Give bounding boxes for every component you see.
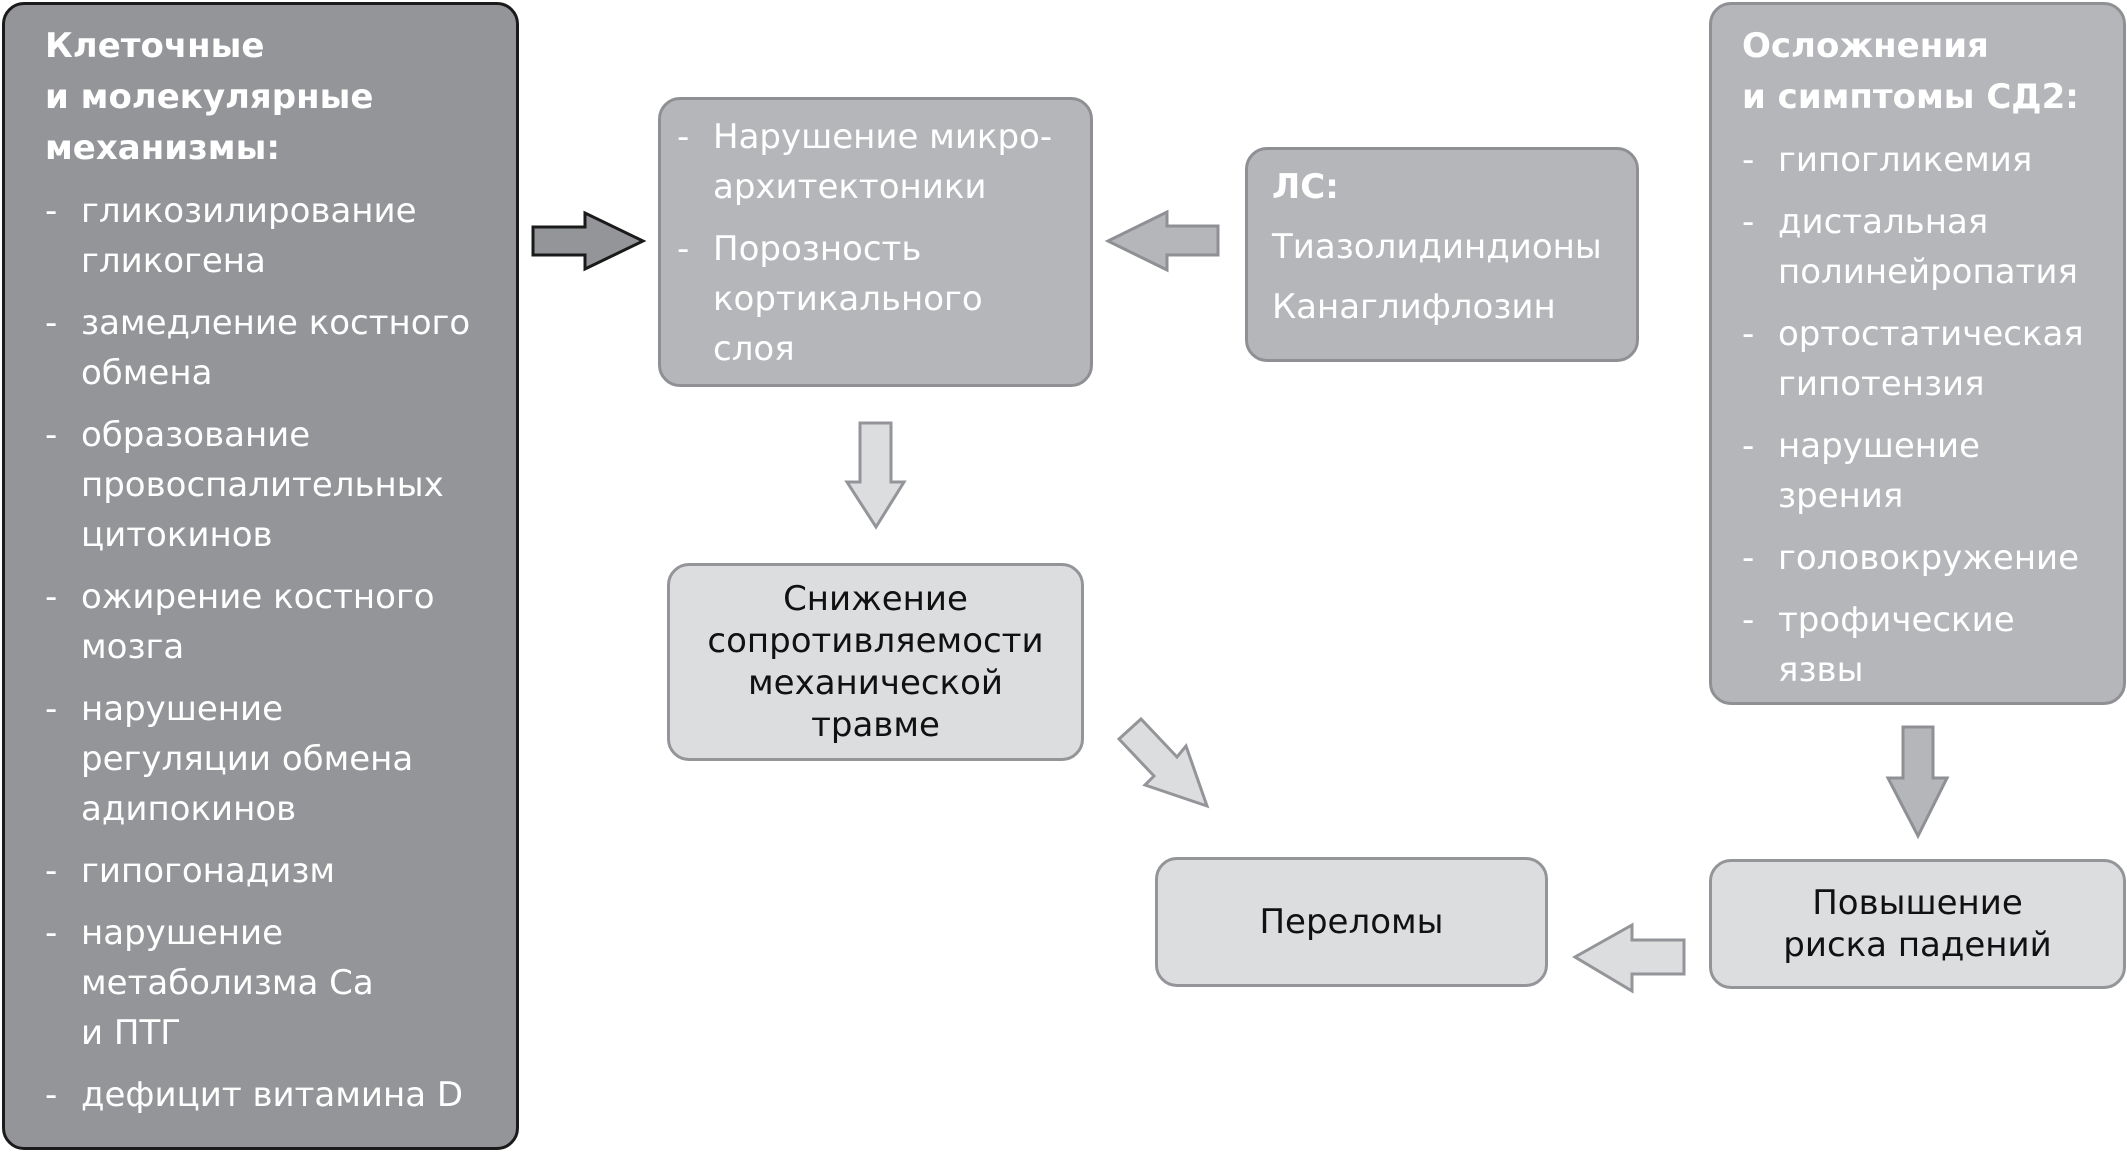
complication-item-line: полинейропатия <box>1778 252 2078 292</box>
complication-item: -головокружение <box>1742 533 2123 583</box>
bone-change-item-line: Порозность <box>713 229 922 269</box>
arrow-diagonal-icon <box>1116 716 1210 809</box>
mechanisms-title-line: Клеточные <box>45 26 265 66</box>
mechanism-item: -гипогонадизм <box>45 846 516 896</box>
mechanisms-title-line: механизмы: <box>45 128 280 168</box>
dash-bullet-icon: - <box>45 851 58 891</box>
mechanism-item-line: метаболизма Ca <box>81 963 374 1003</box>
resistance-line: Снижение <box>783 579 968 619</box>
bone-change-item-line: кортикального <box>713 279 983 319</box>
mechanism-item-line: адипокинов <box>81 789 297 829</box>
mechanism-item-line: провоспалительных <box>81 465 444 505</box>
resistance-box: Снижение сопротивляемости механической т… <box>667 563 1084 761</box>
mechanism-item-line: регуляции обмена <box>81 739 414 779</box>
bone-change-item-line: Нарушение микро- <box>713 117 1053 157</box>
resistance-line: сопротивляемости <box>707 621 1044 661</box>
complication-item-line: дистальная <box>1778 202 1989 242</box>
complication-item-line: гипогликемия <box>1778 140 2033 180</box>
mechanism-item: -нарушение регуляции обмена адипокинов <box>45 684 516 834</box>
falls-risk-line: Повышение <box>1812 883 2023 923</box>
mechanism-item-line: цитокинов <box>81 515 273 555</box>
mechanism-item-line: гипогонадизм <box>81 851 336 891</box>
mechanism-item-line: замедление костного <box>81 303 471 343</box>
mechanisms-title: Клеточные и молекулярные механизмы: <box>45 21 516 174</box>
bone-change-item-line: слоя <box>713 329 795 369</box>
dash-bullet-icon: - <box>1742 426 1755 466</box>
dash-bullet-icon: - <box>45 415 58 455</box>
drug-item: Канаглифлозин <box>1272 287 1556 327</box>
mechanisms-box: Клеточные и молекулярные механизмы: -гли… <box>2 2 519 1150</box>
complication-item: -трофические язвы <box>1742 595 2123 695</box>
bone-change-item: -Порозность кортикального слоя <box>677 224 1090 374</box>
drugs-title: ЛС: <box>1272 167 1339 207</box>
dash-bullet-icon: - <box>1742 202 1755 242</box>
complications-title-line: и симптомы СД2: <box>1742 77 2079 117</box>
dash-bullet-icon: - <box>45 577 58 617</box>
dash-bullet-icon: - <box>45 1075 58 1115</box>
complication-item: -дистальная полинейропатия <box>1742 197 2123 297</box>
mechanism-item-line: обмена <box>81 353 213 393</box>
mechanism-item-line: и ПТГ <box>81 1013 181 1053</box>
dash-bullet-icon: - <box>45 913 58 953</box>
mechanism-item: -гликозилирование гликогена <box>45 186 516 286</box>
resistance-line: травме <box>811 705 940 745</box>
dash-bullet-icon: - <box>677 229 690 269</box>
arrow-down-icon <box>844 421 907 530</box>
complication-item-line: головокружение <box>1778 538 2080 578</box>
dash-bullet-icon: - <box>45 303 58 343</box>
mechanism-item: -нарушение метаболизма Ca и ПТГ <box>45 908 516 1058</box>
dash-bullet-icon: - <box>45 191 58 231</box>
mechanism-item: -замедление костного обмена <box>45 298 516 398</box>
mechanism-item-line: образование <box>81 415 311 455</box>
complication-item: -ортостатическая гипотензия <box>1742 309 2123 409</box>
complication-item-line: трофические <box>1778 600 2015 640</box>
arrow-right-icon <box>531 210 647 272</box>
mechanism-item-line: нарушение <box>81 913 284 953</box>
complications-title: Осложнения и симптомы СД2: <box>1742 21 2123 123</box>
bone-changes-box: -Нарушение микро-архитектоники-Порозност… <box>658 97 1093 387</box>
drug-item: Тиазолидиндионы <box>1272 227 1602 267</box>
dash-bullet-icon: - <box>1742 140 1755 180</box>
bone-change-item: -Нарушение микро-архитектоники <box>677 112 1090 212</box>
mechanisms-title-line: и молекулярные <box>45 77 374 117</box>
mechanism-item: -дефицит витамина D <box>45 1070 516 1120</box>
mechanism-item-line: дефицит витамина D <box>81 1075 464 1115</box>
mechanism-item-line: нарушение <box>81 689 284 729</box>
bone-change-item-line: архитектоники <box>713 167 987 207</box>
complication-item-line: язвы <box>1778 650 1864 690</box>
dash-bullet-icon: - <box>1742 600 1755 640</box>
complication-item-line: ортостатическая <box>1778 314 2084 354</box>
mechanism-item-line: мозга <box>81 627 185 667</box>
mechanism-item: -образование провоспалительных цитокинов <box>45 410 516 560</box>
resistance-text: Снижение сопротивляемости механической т… <box>707 578 1043 746</box>
arrow-left-icon <box>1104 209 1220 273</box>
complication-item-line: зрения <box>1778 476 1904 516</box>
resistance-line: механической <box>748 663 1003 703</box>
falls-risk-box: Повышение риска падений <box>1709 859 2126 989</box>
dash-bullet-icon: - <box>677 117 690 157</box>
complications-box: Осложнения и симптомы СД2: -гипогликемия… <box>1709 2 2126 705</box>
dash-bullet-icon: - <box>45 689 58 729</box>
fractures-box: Переломы <box>1155 857 1548 987</box>
mechanism-item-line: гликозилирование <box>81 191 417 231</box>
complication-item-line: гипотензия <box>1778 364 1985 404</box>
fractures-label: Переломы <box>1259 902 1444 942</box>
mechanism-item-line: гликогена <box>81 241 266 281</box>
mechanism-item: -ожирение костного мозга <box>45 572 516 672</box>
complications-title-line: Осложнения <box>1742 26 1989 66</box>
complication-item-line: нарушение <box>1778 426 1981 466</box>
dash-bullet-icon: - <box>1742 538 1755 578</box>
complication-item: -нарушение зрения <box>1742 421 2123 521</box>
falls-risk-line: риска падений <box>1783 925 2052 965</box>
bone-changes-list: -Нарушение микро-архитектоники-Порозност… <box>677 112 1090 374</box>
drugs-box: ЛС: Тиазолидиндионы Канаглифлозин <box>1245 147 1639 362</box>
mechanism-item-line: ожирение костного <box>81 577 435 617</box>
dash-bullet-icon: - <box>1742 314 1755 354</box>
arrow-left-icon <box>1572 922 1686 994</box>
arrow-down-icon <box>1885 725 1950 840</box>
falls-risk-text: Повышение риска падений <box>1783 882 2051 966</box>
complication-item: -гипогликемия <box>1742 135 2123 185</box>
